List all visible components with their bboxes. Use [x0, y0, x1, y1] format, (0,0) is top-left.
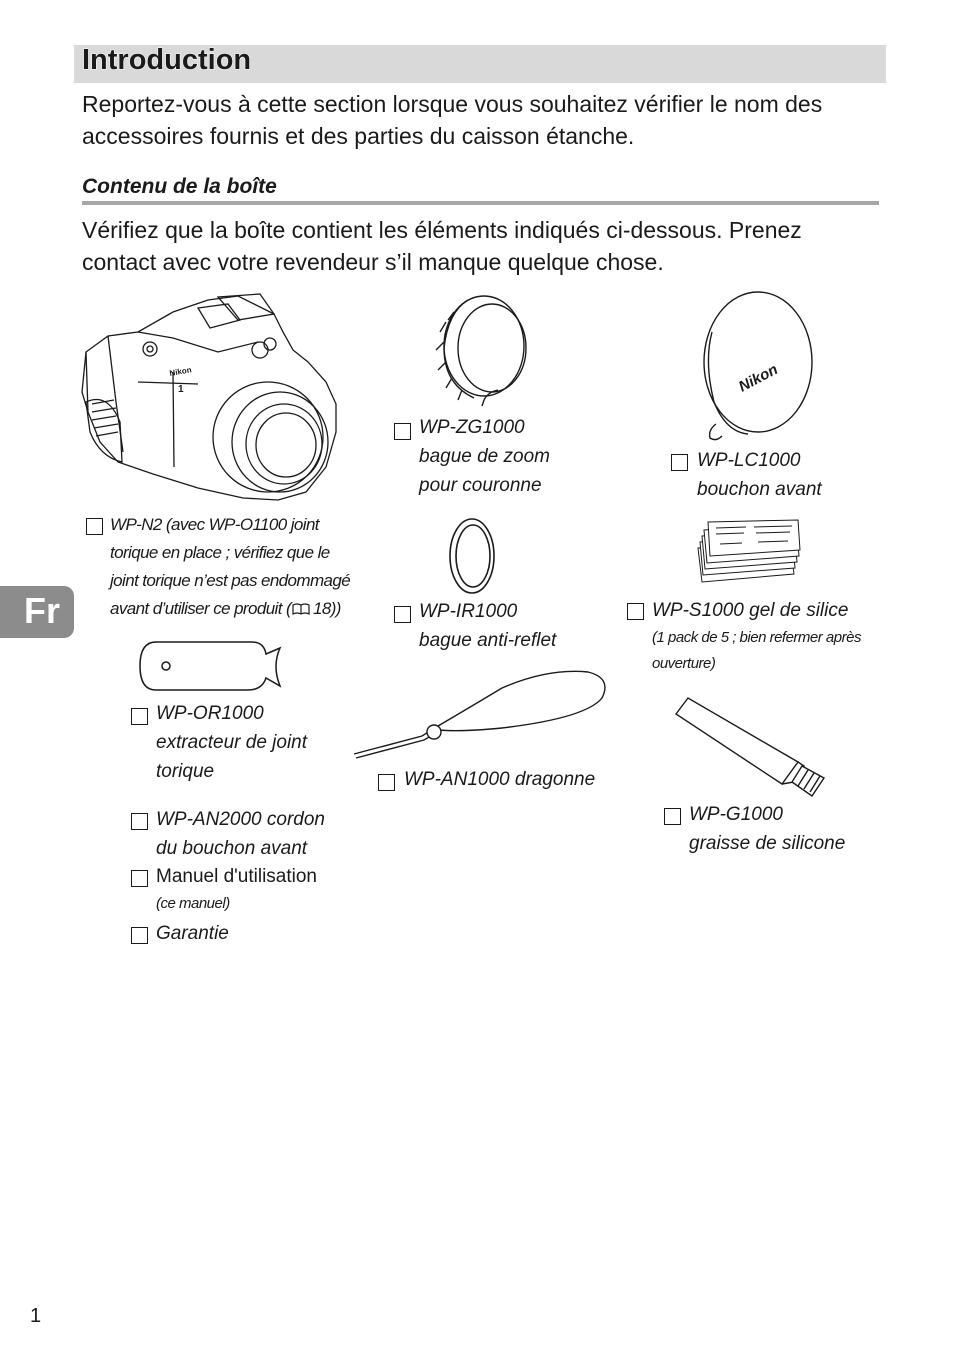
opener-label-line-2: extracteur de joint — [156, 732, 308, 753]
o-ring-opener-illustration — [136, 638, 284, 694]
cord-label-line-2: du bouchon avant — [156, 838, 308, 859]
housing-model-mark: 1 — [178, 384, 184, 395]
lens-cap-label: WP-LC1000 bouchon avant — [697, 446, 822, 504]
opener-label-line-1: WP-OR1000 — [156, 703, 264, 724]
zoom-ring-illustration — [428, 292, 534, 412]
grease-checkbox — [664, 808, 681, 825]
subsection-title: Contenu de la boîte — [82, 175, 277, 198]
contents-paragraph: Vérifiez que la boîte contient les éléme… — [82, 217, 802, 275]
manual-label: Manuel d'utilisation (ce manuel) — [156, 862, 317, 917]
grease-label: WP-G1000 graisse de silicone — [689, 800, 845, 858]
ir-ring-checkbox — [394, 606, 411, 623]
zoom-ring-checkbox — [394, 423, 411, 440]
cord-checkbox — [131, 813, 148, 830]
ir-ring-label: WP-IR1000 bague anti-reflet — [419, 597, 556, 655]
housing-label-line-1: WP-N2 (avec WP-O1100 joint — [110, 515, 320, 534]
lens-cap-illustration: Nikon — [686, 292, 816, 442]
housing-label-line-4: avant d’utiliser ce produit ( 18)) — [110, 595, 350, 623]
anti-reflection-ring-illustration — [446, 516, 496, 596]
silica-gel-label-line-3: ouverture) — [652, 655, 716, 672]
housing-label-line-2: torique en place ; vérifiez que le — [110, 543, 330, 562]
lens-cap-label-line-1: WP-LC1000 — [697, 450, 801, 471]
waterproof-housing-illustration: Nikon 1 — [78, 292, 343, 502]
silica-gel-illustration — [696, 518, 802, 588]
zoom-ring-label: WP-ZG1000 bague de zoom pour couronne — [419, 413, 550, 500]
silica-gel-label: WP-S1000 gel de silice (1 pack de 5 ; bi… — [652, 596, 861, 677]
page-number: 1 — [30, 1305, 42, 1327]
zoom-ring-label-line-1: WP-ZG1000 — [419, 417, 525, 438]
language-tab-label: Fr — [24, 590, 60, 631]
silica-gel-checkbox — [627, 603, 644, 620]
silicone-grease-illustration — [674, 696, 830, 800]
zoom-ring-label-line-3: pour couronne — [419, 475, 542, 496]
warranty-checkbox — [131, 927, 148, 944]
housing-checkbox — [86, 518, 103, 535]
manual-label-line-1: Manuel d'utilisation — [156, 866, 317, 887]
housing-label: WP-N2 (avec WP-O1100 joint torique en pl… — [110, 511, 351, 623]
strap-label-line-1: WP-AN1000 dragonne — [404, 769, 596, 790]
housing-label-line-4-text: avant d’utiliser ce produit ( — [110, 599, 292, 618]
manual-label-line-2: (ce manuel) — [156, 895, 230, 912]
grease-label-line-2: graisse de silicone — [689, 833, 846, 854]
housing-brand-text: Nikon — [169, 365, 193, 378]
silica-gel-label-line-2: (1 pack de 5 ; bien refermer après — [652, 629, 861, 646]
grease-label-line-1: WP-G1000 — [689, 804, 783, 825]
section-heading-bar — [74, 45, 886, 83]
strap-illustration — [352, 668, 614, 764]
section-title: Introduction — [81, 44, 252, 77]
ir-ring-label-line-1: WP-IR1000 — [419, 601, 518, 622]
housing-label-line-3: joint torique n’est pas endommagé — [110, 571, 351, 590]
subsection-rule — [82, 201, 879, 205]
opener-label-line-3: torique — [156, 761, 215, 782]
strap-checkbox — [378, 774, 395, 791]
manual-checkbox — [131, 870, 148, 887]
housing-label-page-ref: 18)) — [313, 599, 341, 618]
opener-label: WP-OR1000 extracteur de joint torique — [156, 699, 307, 786]
opener-checkbox — [131, 708, 148, 725]
intro-paragraph: Reportez-vous à cette section lorsque vo… — [82, 91, 823, 149]
silica-gel-label-line-1: WP-S1000 gel de silice — [652, 600, 849, 621]
language-tab — [0, 586, 74, 638]
lens-cap-label-line-2: bouchon avant — [697, 479, 822, 500]
strap-label: WP-AN1000 dragonne — [404, 765, 595, 794]
zoom-ring-label-line-2: bague de zoom — [419, 446, 550, 467]
ir-ring-label-line-2: bague anti-reflet — [419, 630, 557, 651]
lens-cap-checkbox — [671, 454, 688, 471]
book-icon — [292, 603, 310, 615]
cord-label-line-1: WP-AN2000 cordon — [156, 809, 325, 830]
warranty-label: Garantie — [156, 919, 229, 948]
cord-label: WP-AN2000 cordon du bouchon avant — [156, 805, 325, 863]
warranty-label-line-1: Garantie — [156, 923, 229, 944]
